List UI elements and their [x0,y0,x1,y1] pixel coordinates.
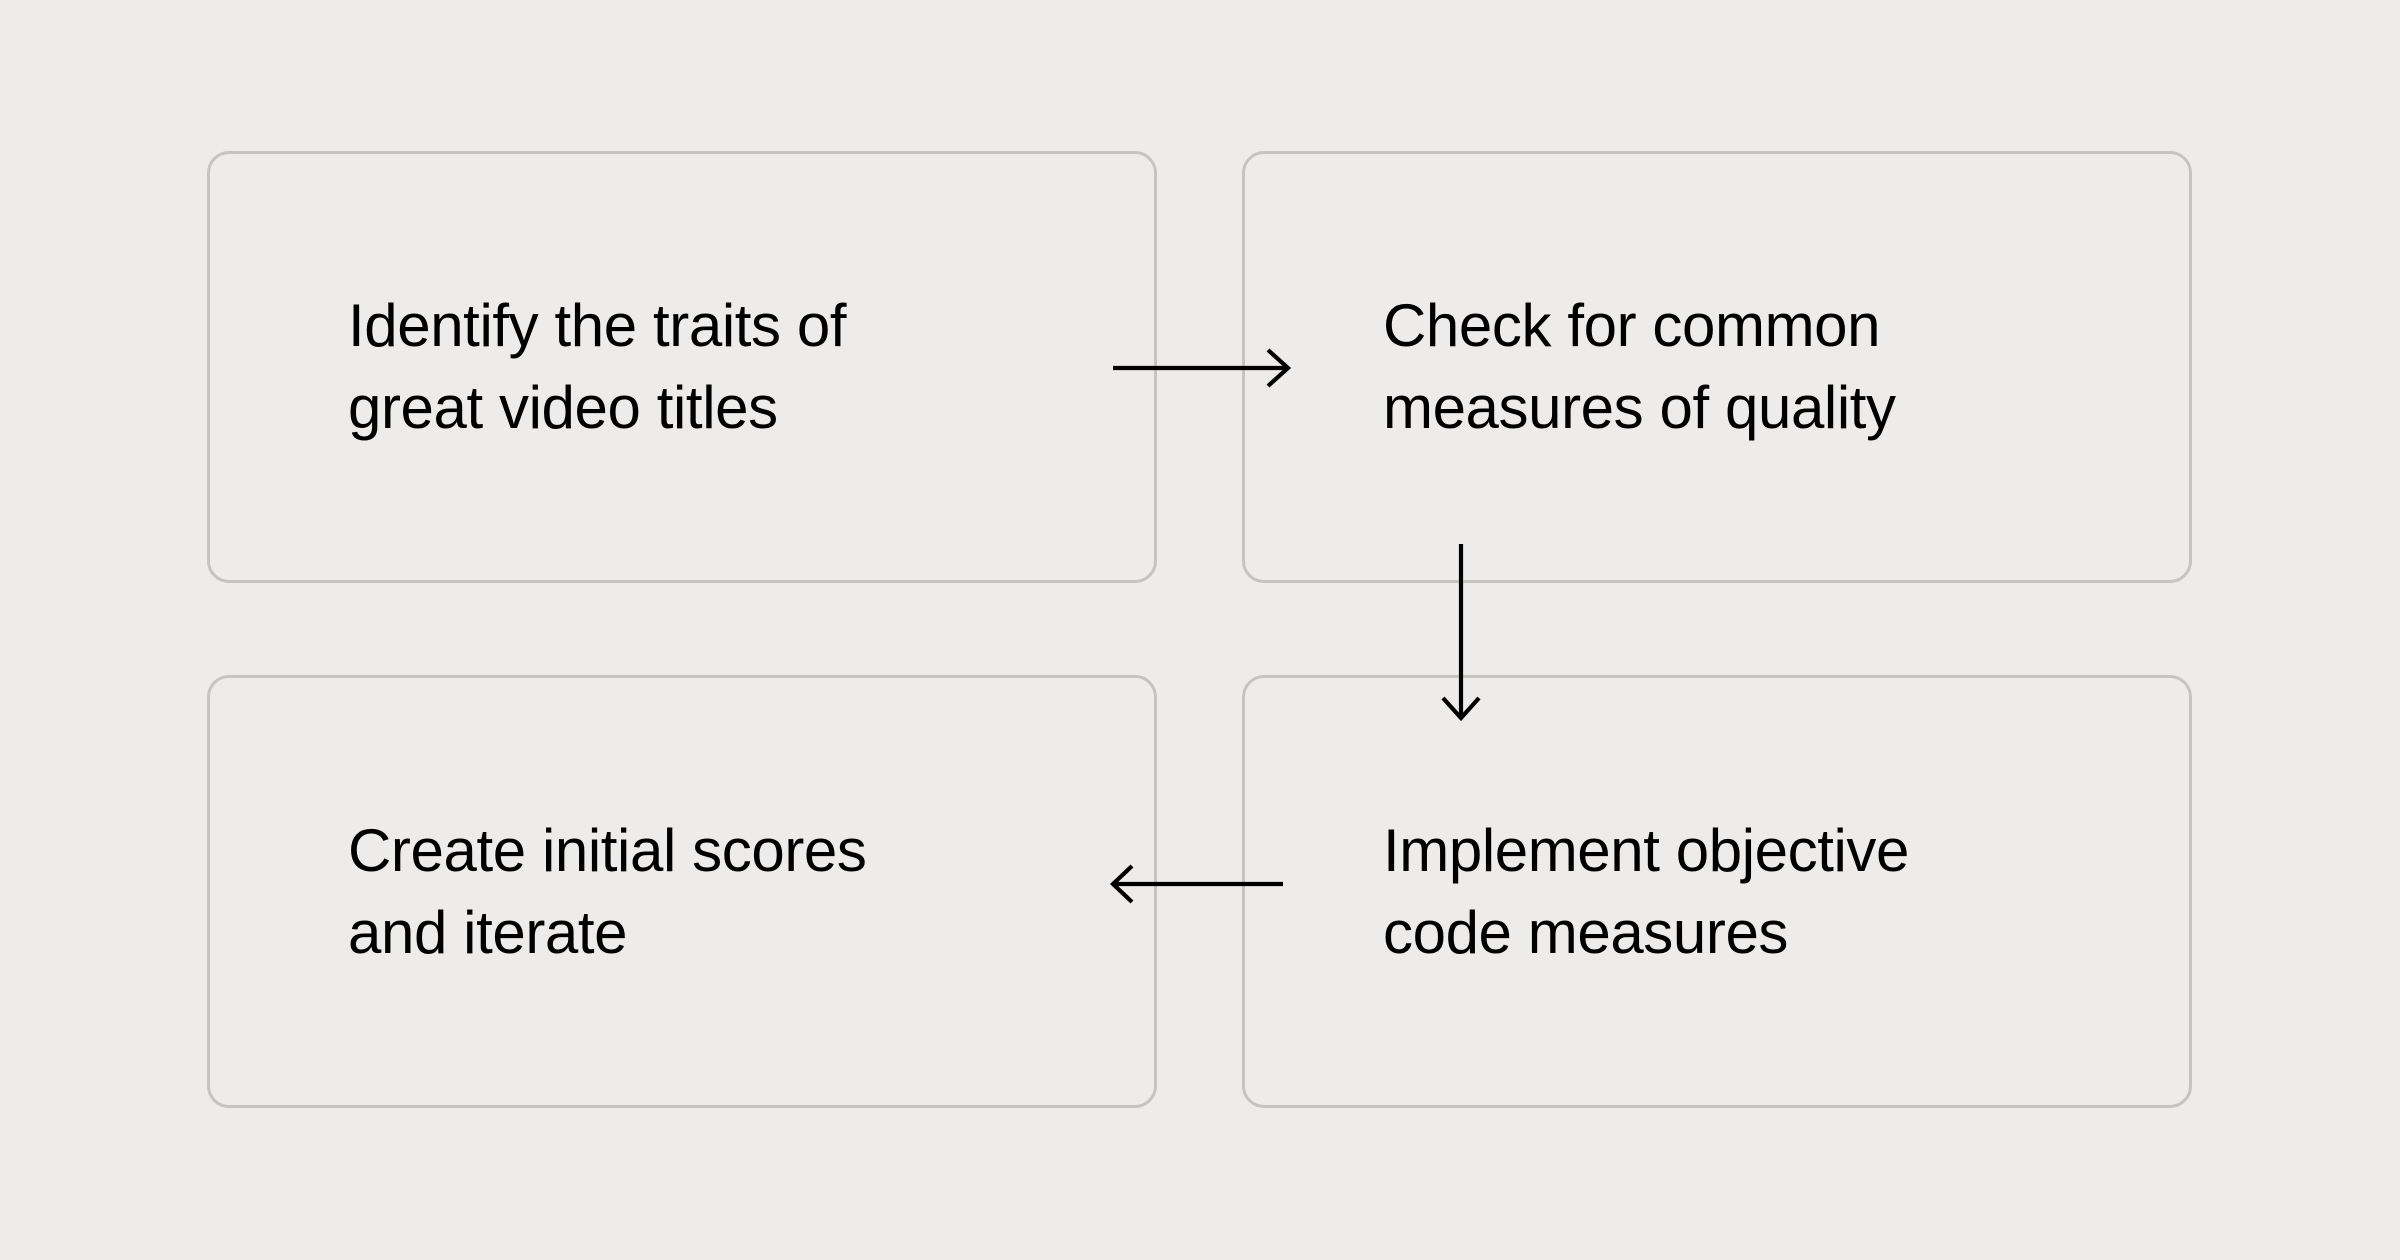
flow-node-label: Implement objective code measures [1383,816,1909,966]
flow-node-create-initial-scores[interactable]: Create initial scores and iterate [207,675,1157,1108]
flow-node-identify-traits[interactable]: Identify the traits of great video title… [207,151,1157,583]
flow-node-check-common-measures[interactable]: Check for common measures of quality [1242,151,2192,583]
flow-node-label: Create initial scores and iterate [348,816,867,966]
flow-node-label: Identify the traits of great video title… [348,292,847,441]
flow-node-label: Check for common measures of quality [1383,292,1896,441]
flow-node-implement-objective-measures[interactable]: Implement objective code measures [1242,675,2192,1108]
